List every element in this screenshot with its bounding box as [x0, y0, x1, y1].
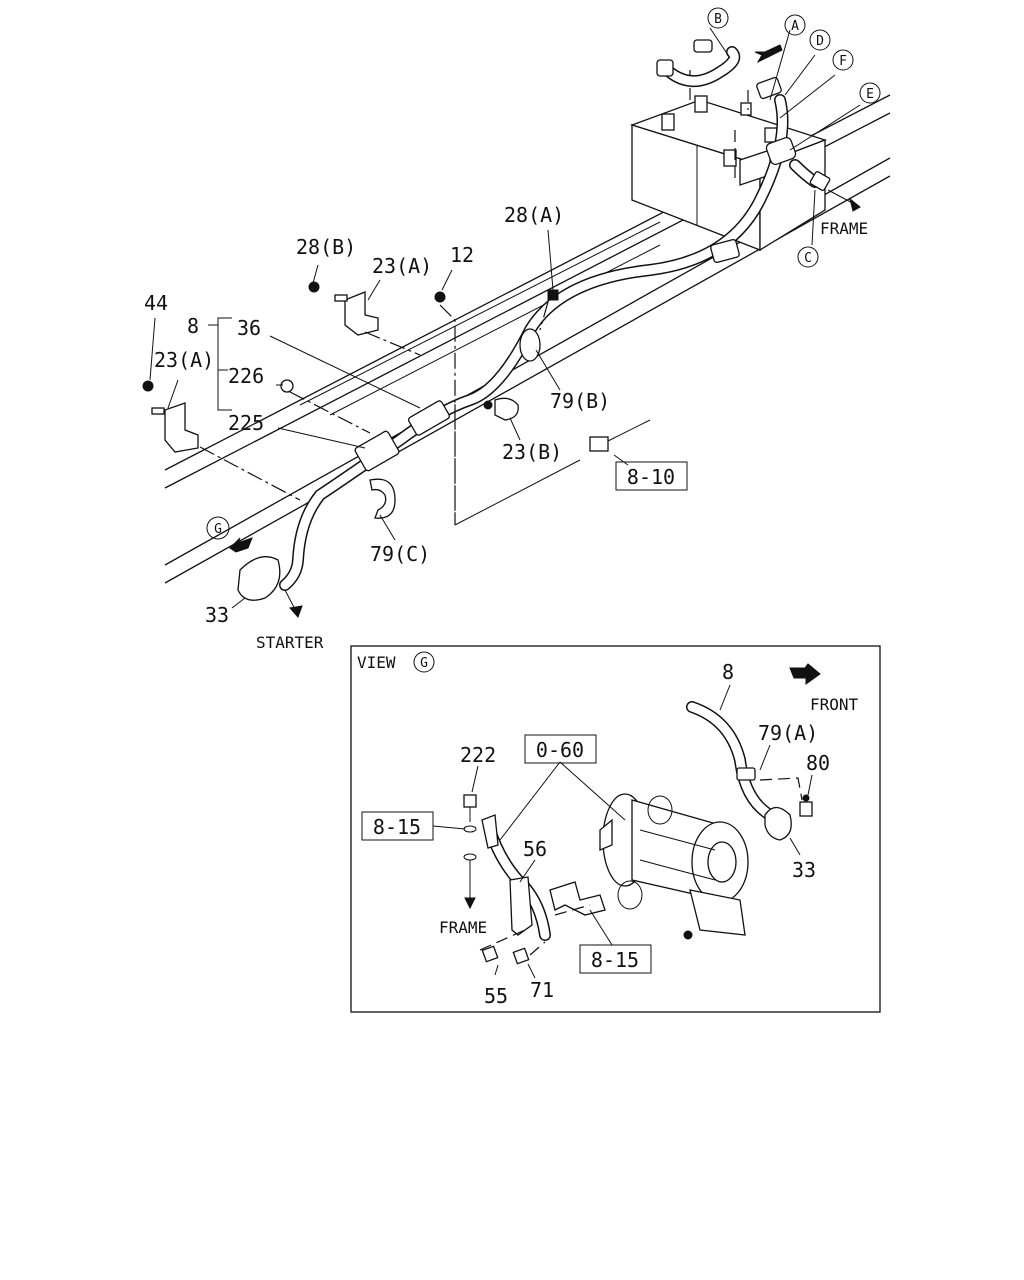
label-36: 36 [237, 316, 261, 340]
arrows [229, 44, 861, 618]
svg-text:G: G [420, 656, 428, 671]
bolt-222 [463, 794, 477, 910]
label-55: 55 [484, 984, 508, 1008]
circle-a: A [784, 14, 806, 36]
frame-ground-cable [789, 159, 831, 191]
view-title: VIEW [357, 653, 396, 672]
svg-text:B: B [714, 12, 722, 27]
bracket-23a-left [142, 380, 199, 453]
svg-text:E: E [866, 87, 874, 102]
label-view-33: 33 [792, 858, 816, 882]
label-8-main: 8 [187, 314, 199, 338]
connector-225 [354, 400, 451, 472]
svg-text:8-10: 8-10 [627, 465, 675, 489]
view-g-inset: VIEW G FRONT [350, 645, 881, 1013]
circle-g: G [206, 516, 230, 540]
fuse-8-10 [589, 419, 651, 452]
leader-lines [149, 27, 861, 609]
main-positive-cable [279, 76, 797, 591]
label-80: 80 [806, 751, 830, 775]
bolt-71 [512, 947, 530, 965]
label-starter: STARTER [256, 633, 324, 652]
nut-12 [434, 291, 446, 303]
label-226: 226 [228, 364, 264, 388]
label-front: FRONT [810, 695, 859, 714]
clip-79b [519, 289, 559, 362]
nut-226 [280, 379, 294, 393]
ref-box-8-15-left[interactable]: 8-15 [361, 811, 434, 841]
label-225: 225 [228, 411, 264, 435]
label-view-8: 8 [722, 660, 734, 684]
svg-text:C: C [804, 251, 812, 266]
label-12: 12 [450, 243, 474, 267]
label-28a: 28(A) [504, 203, 564, 227]
front-arrow-icon [789, 663, 821, 685]
label-view-frame: FRAME [439, 918, 487, 937]
label-222: 222 [460, 743, 496, 767]
label-79b: 79(B) [550, 389, 610, 413]
label-23a-top: 23(A) [372, 254, 432, 278]
label-33-main: 33 [205, 603, 229, 627]
circle-c: C [797, 246, 819, 268]
circle-b: B [707, 7, 729, 29]
label-56: 56 [523, 837, 547, 861]
svg-text:8-15: 8-15 [373, 815, 421, 839]
label-23a-left: 23(A) [154, 348, 214, 372]
terminal-boot-33 [237, 556, 281, 601]
svg-text:G: G [214, 522, 222, 537]
circle-f: F [832, 49, 854, 71]
ref-box-8-10[interactable]: 8-10 [615, 461, 688, 491]
svg-text:D: D [816, 34, 824, 49]
label-frame-top: FRAME [820, 219, 868, 238]
label-71: 71 [530, 978, 554, 1002]
bolt-55 [481, 945, 499, 963]
circle-e: E [859, 82, 881, 104]
svg-text:0-60: 0-60 [536, 738, 584, 762]
label-79c: 79(C) [370, 542, 430, 566]
view-circle-g: G [413, 651, 435, 673]
label-44: 44 [144, 291, 168, 315]
battery-box [629, 95, 827, 252]
reference-lines [199, 301, 581, 526]
label-79a: 79(A) [758, 721, 818, 745]
svg-text:A: A [791, 19, 799, 34]
label-28b: 28(B) [296, 235, 356, 259]
svg-text:8-15: 8-15 [591, 948, 639, 972]
ref-box-0-60[interactable]: 0-60 [524, 734, 597, 764]
clip-79c [369, 478, 396, 519]
bracket-23a-top [308, 281, 379, 336]
battery-link-cable [656, 39, 741, 88]
label-23b: 23(B) [502, 440, 562, 464]
bracket-23b [483, 397, 519, 421]
circle-d: D [809, 29, 831, 51]
starter-motor [599, 793, 749, 940]
svg-text:F: F [839, 54, 847, 69]
ref-box-8-15-bottom[interactable]: 8-15 [579, 944, 652, 974]
